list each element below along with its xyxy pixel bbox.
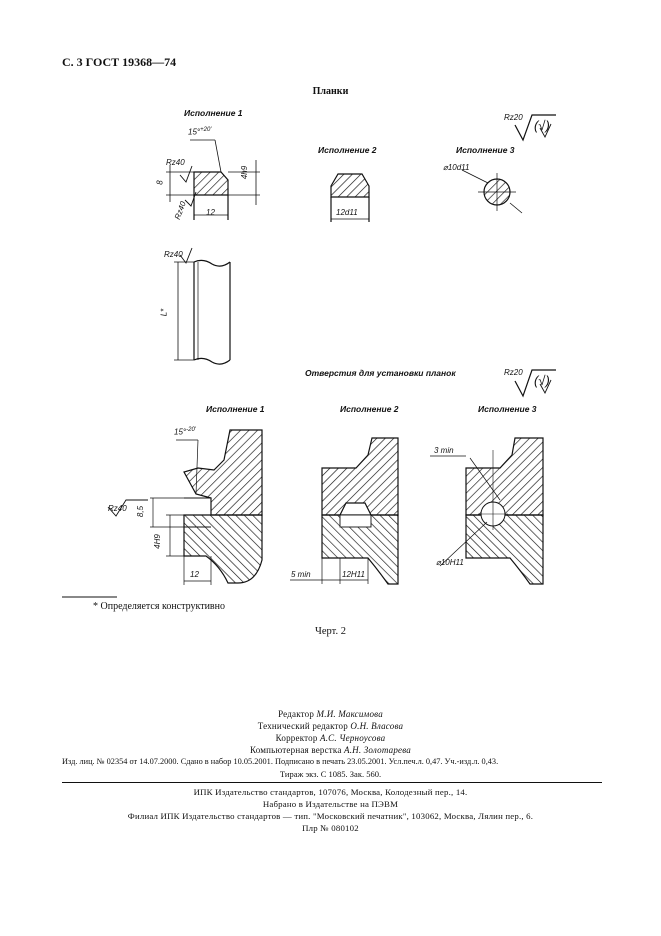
rz-side-label: Rz40 <box>164 250 183 259</box>
hole-dim-d10h11: ⌀10H11 <box>436 558 464 567</box>
rz-label-a: Rz40 <box>166 158 185 167</box>
hole-dim-5min: 5 min <box>291 570 311 579</box>
imprint-rule <box>62 782 602 783</box>
hole-variant2-label: Исполнение 2 <box>340 404 399 414</box>
imprint-line6: Плр № 080102 <box>302 823 359 833</box>
hole-variant3 <box>430 437 544 585</box>
credits-block: Редактор М.И. Максимова Технический реда… <box>0 708 661 756</box>
variant2-label: Исполнение 2 <box>318 145 377 155</box>
variant1-section <box>166 139 260 220</box>
technical-drawing <box>62 114 556 598</box>
holes-title: Отверстия для установки планок <box>305 368 456 378</box>
hole-dim-12h11: 12H11 <box>342 570 365 579</box>
hole-variant1 <box>107 429 263 585</box>
hole-dim-85: 8,5 <box>136 505 146 518</box>
hole-variant3-label: Исполнение 3 <box>478 404 537 414</box>
rz20-label: Rz20 <box>504 113 523 122</box>
side-view <box>174 247 231 365</box>
variant3-label: Исполнение 3 <box>456 145 515 155</box>
hole-dim-12: 12 <box>190 570 199 579</box>
hole-dim-4h9: 4H9 <box>152 534 162 549</box>
holes-roughness-symbol <box>514 369 556 398</box>
check-mark: (√) <box>534 118 550 133</box>
dim-8: 8 <box>155 180 165 185</box>
dim-12d11: 12d11 <box>336 208 358 217</box>
variant1-label: Исполнение 1 <box>184 108 243 118</box>
roughness-symbol <box>514 114 556 142</box>
credit-corrector: Корректор А.С. Черноусова <box>275 733 386 743</box>
footnote: * Определяется конструктивно <box>93 601 225 612</box>
credit-tech: Технический редактор О.Н. Власова <box>257 721 404 731</box>
angle-label: 15°+20' <box>188 127 212 137</box>
hole-rz40: Rz40 <box>108 504 127 513</box>
imprint-line1: Изд. лиц. № 02354 от 14.07.2000. Сдано в… <box>62 757 499 766</box>
variant2-section <box>330 173 370 222</box>
credit-layout: Компьютерная верстка А.Н. Золотарева <box>249 745 411 755</box>
hole-angle: 15°-20' <box>174 427 196 437</box>
hole-variant2 <box>290 437 399 585</box>
figure-title: Планки <box>312 86 349 97</box>
holes-check: (√) <box>534 373 550 388</box>
imprint-line5: Филиал ИПК Издательство стандартов — тип… <box>127 811 534 821</box>
holes-rz20: Rz20 <box>504 368 523 377</box>
credit-editor: Редактор М.И. Максимова <box>278 709 383 719</box>
imprint-line2: Тираж экз. С 1085. Зак. 560. <box>279 769 382 779</box>
page-header: С. 3 ГОСТ 19368—74 <box>62 55 177 69</box>
figure-caption: Черт. 2 <box>315 626 346 637</box>
imprint-line4: Набрано в Издательстве на ПЭВМ <box>262 799 399 809</box>
dim-d10d11: ⌀10d11 <box>443 163 470 172</box>
dim-12: 12 <box>206 208 215 217</box>
dim-l-star: L* <box>159 308 169 317</box>
hole-variant1-label: Исполнение 1 <box>206 404 265 414</box>
variant3-section <box>461 169 523 214</box>
dim-4h9: 4h9 <box>240 165 250 180</box>
hole-dim-3min: 3 min <box>434 446 454 455</box>
imprint-line3: ИПК Издательство стандартов, 107076, Мос… <box>193 787 468 797</box>
